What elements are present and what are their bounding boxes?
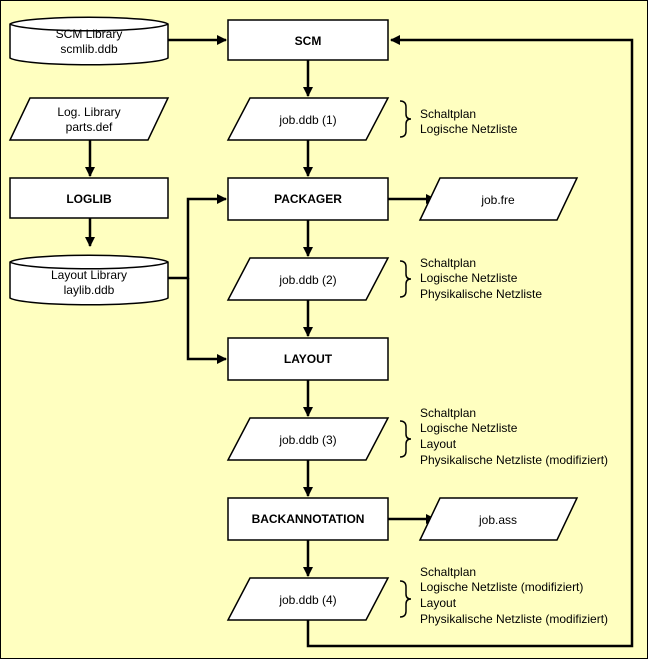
- file-job1: job.ddb (1): [226, 97, 390, 141]
- layout-library-file: laylib.ddb: [64, 283, 115, 297]
- packager-label: PACKAGER: [274, 192, 342, 206]
- notes-job2: Schaltplan Logische Netzliste Physikalis…: [420, 256, 542, 301]
- job1-shape: [226, 97, 390, 141]
- file-job2: job.ddb (2): [226, 257, 390, 301]
- layout-library: Layout Library laylib.ddb: [9, 254, 169, 306]
- file-jobass: job.ass: [418, 497, 579, 541]
- log-library-label: Log. Library: [57, 105, 120, 119]
- note-line: Schaltplan: [420, 406, 476, 420]
- note-line: Layout: [420, 596, 457, 610]
- note-line: Logische Netzliste: [420, 122, 518, 136]
- note-line: Schaltplan: [420, 256, 476, 270]
- note-line: Logische Netzliste: [420, 271, 518, 285]
- layout-library-label: Layout Library: [51, 268, 127, 282]
- note-line: Schaltplan: [420, 107, 476, 121]
- job4-shape: [226, 577, 390, 621]
- notes-job4: Schaltplan Logische Netzliste (modifizie…: [420, 565, 608, 626]
- job1-label: job.ddb (1): [278, 113, 336, 127]
- log-library-shape: [8, 97, 170, 141]
- process-scm: SCM: [227, 19, 389, 61]
- brace-job1: [399, 100, 412, 138]
- notes-job1: Schaltplan Logische Netzliste: [420, 107, 518, 136]
- notes-job3: Schaltplan Logische Netzliste Layout Phy…: [420, 406, 608, 467]
- job3-shape: [226, 417, 390, 461]
- scm-library-file: scmlib.ddb: [60, 42, 118, 56]
- layout-label: LAYOUT: [284, 352, 333, 366]
- loglib: LOGLIB: [9, 177, 169, 219]
- file-job4: job.ddb (4): [226, 577, 390, 621]
- process-backannotation: BACKANNOTATION: [227, 497, 389, 541]
- loglib-label: LOGLIB: [66, 192, 112, 206]
- scm-library: SCM Library scmlib.ddb: [9, 16, 169, 66]
- jobass-label: job.ass: [478, 513, 517, 527]
- process-layout: LAYOUT: [227, 337, 389, 381]
- braces: [399, 100, 412, 618]
- process-packager: PACKAGER: [227, 177, 389, 221]
- arrow-layoutlibrary-to-packager: [168, 194, 227, 280]
- scm-box: [227, 19, 389, 61]
- jobfre-shape: [418, 177, 579, 221]
- log-library-file: parts.def: [66, 120, 113, 134]
- backannotation-box: [227, 497, 389, 541]
- loglib-box: [9, 177, 169, 219]
- file-jobfre: job.fre: [418, 177, 579, 221]
- job2-label: job.ddb (2): [278, 273, 336, 287]
- scm-label: SCM: [295, 34, 322, 48]
- jobass-shape: [418, 497, 579, 541]
- packager-box: [227, 177, 389, 221]
- brace-job2: [399, 260, 412, 298]
- brace-job4: [399, 580, 412, 618]
- note-line: Layout: [420, 437, 457, 451]
- job2-shape: [226, 257, 390, 301]
- brace-job3: [399, 420, 412, 458]
- backannotation-label: BACKANNOTATION: [252, 512, 365, 526]
- log-library: Log. Library parts.def: [8, 97, 170, 141]
- layout-library-cylinder-rim: [9, 261, 169, 270]
- scm-library-label: SCM Library: [56, 27, 123, 41]
- note-line: Physikalische Netzliste (modifiziert): [420, 453, 608, 467]
- note-line: Logische Netzliste (modifiziert): [420, 580, 583, 594]
- note-line: Logische Netzliste: [420, 421, 518, 435]
- scm-library-cylinder-rim: [9, 23, 169, 32]
- connectors: [85, 35, 634, 648]
- arrow-job4-feedback-to-scm: [306, 35, 634, 648]
- note-line: Physikalische Netzliste: [420, 287, 542, 301]
- layout-box: [227, 337, 389, 381]
- jobfre-label: job.fre: [480, 193, 515, 207]
- note-line: Physikalische Netzliste (modifiziert): [420, 612, 608, 626]
- arrow-layoutlibrary-to-layout: [186, 278, 227, 364]
- note-line: Schaltplan: [420, 565, 476, 579]
- job4-label: job.ddb (4): [278, 593, 336, 607]
- scm-library-cylinder: [9, 16, 169, 66]
- job3-label: job.ddb (3): [278, 433, 336, 447]
- file-job3: job.ddb (3): [226, 417, 390, 461]
